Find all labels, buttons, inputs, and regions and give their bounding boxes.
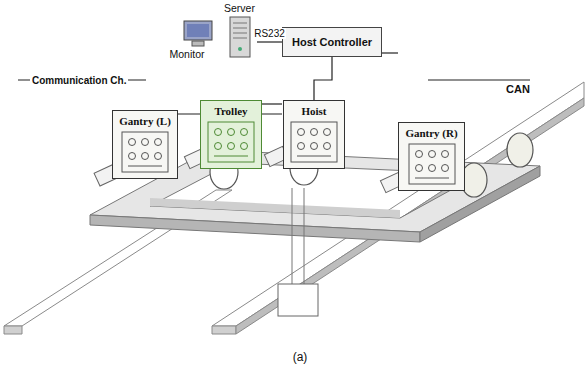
node-label: Gantry (R) [405, 127, 457, 139]
channel-label: Communication Ch. [30, 75, 128, 86]
host-controller-box: Host Controller [282, 27, 382, 57]
hoist-load [278, 284, 318, 316]
link-label: RS232 [253, 28, 286, 39]
monitor-screen [182, 20, 216, 48]
node-label: Trolley [214, 105, 247, 117]
hoist-controller: Hoist [283, 100, 345, 169]
figure-caption: (a) [293, 350, 308, 364]
hoist-cable [292, 188, 304, 284]
circuit-board [120, 130, 170, 174]
bus-label: CAN [504, 83, 532, 95]
node-label: Monitor [169, 48, 204, 60]
gantry-controller: Gantry (R) [398, 122, 465, 191]
rs232-link [257, 41, 282, 42]
node-label: Hoist [301, 105, 326, 117]
node-label: Server [224, 2, 255, 14]
circuit-board [206, 120, 256, 164]
can-bus-link [382, 52, 398, 53]
rail [4, 82, 584, 334]
node-label: Host Controller [292, 36, 372, 48]
node-label: Gantry (L) [119, 115, 171, 127]
gantry-controller: Gantry (L) [112, 110, 178, 179]
can-bus-link [262, 103, 282, 104]
server-tower [229, 16, 251, 58]
can-bus-link [314, 57, 332, 100]
circuit-board [289, 120, 339, 164]
server-icon: Server [222, 2, 257, 58]
circuit-board [407, 142, 457, 186]
trolley-controller: Trolley [200, 100, 262, 169]
monitor-icon: Monitor [158, 20, 216, 60]
